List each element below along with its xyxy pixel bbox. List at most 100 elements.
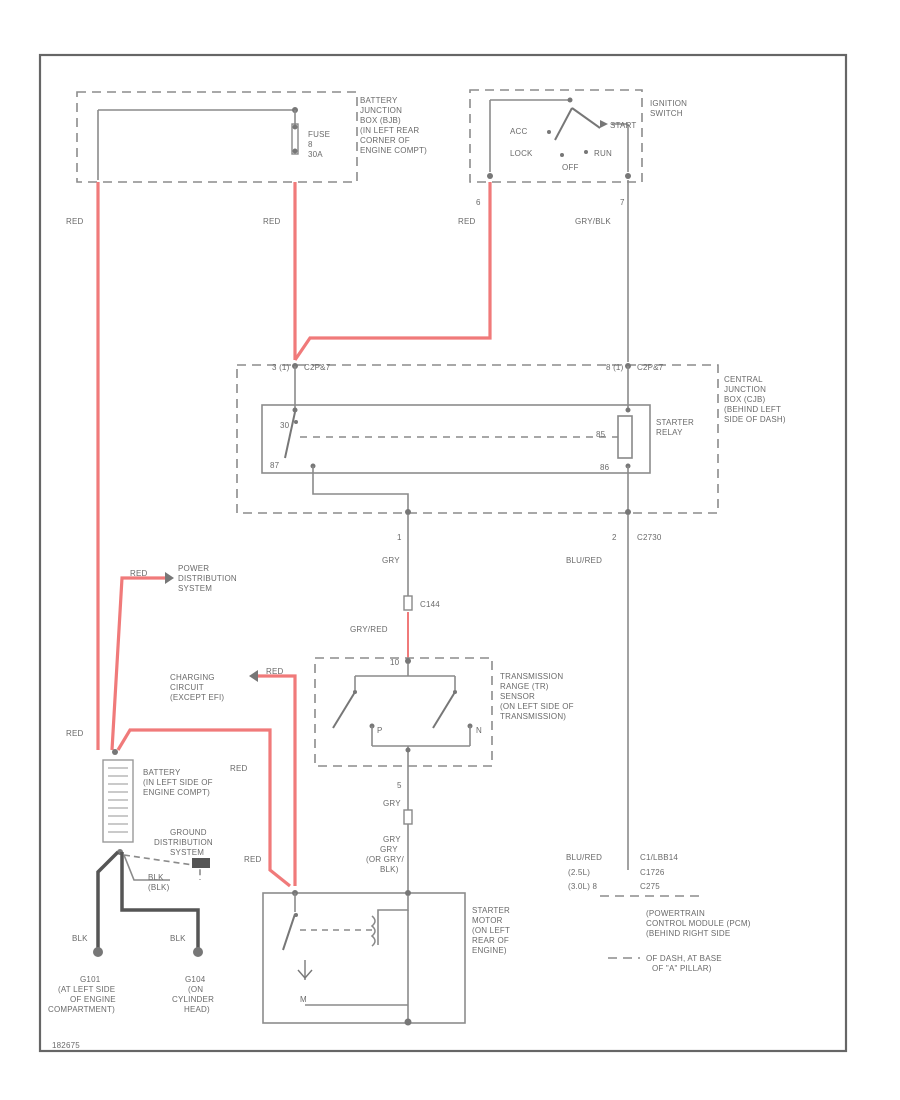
- starter-relay-box: [261, 404, 651, 474]
- charging-2: CIRCUIT: [170, 683, 204, 692]
- ignition-switch: ACC START LOCK RUN OFF IGNITION SWITCH 6…: [469, 89, 687, 207]
- g104-3: CYLINDER: [172, 995, 214, 1004]
- power-dist-2: DISTRIBUTION: [178, 574, 237, 583]
- ign-pin-7: 7: [620, 198, 625, 207]
- g101-1: G101: [80, 975, 101, 984]
- bjb-desc-6: ENGINE COMPT): [360, 146, 427, 155]
- g101-3: OF ENGINE: [70, 995, 116, 1004]
- ground-dist-1: GROUND: [170, 828, 207, 837]
- charging-1: CHARGING: [170, 673, 215, 682]
- tr-pin-bottom: 5: [397, 781, 402, 790]
- cjb-conn-left: C2P&7: [304, 363, 331, 372]
- fuse-label-line-1: FUSE: [308, 130, 330, 139]
- wire-red-charge: RED: [266, 667, 284, 676]
- connector-c144: C144: [403, 595, 440, 611]
- wire-blk-gnd-1: BLK: [148, 873, 164, 882]
- bjb-desc-3: BOX (BJB): [360, 116, 401, 125]
- figure-id: 182675: [52, 1041, 80, 1050]
- ground-dist-3: SYSTEM: [170, 848, 204, 857]
- ign-run-label: RUN: [594, 149, 612, 158]
- relay-coil: [617, 415, 633, 459]
- cjb-desc-1: CENTRAL: [724, 375, 763, 384]
- wire-blk-2: BLK: [170, 934, 186, 943]
- ground-wiring: [93, 850, 210, 957]
- cjb-desc-3: BOX (CJB): [724, 395, 765, 404]
- wire-gry-start: RED: [230, 764, 248, 773]
- cjb-bottom-pin-1: 1: [397, 533, 402, 542]
- ign-title-2: SWITCH: [650, 109, 683, 118]
- ign-off-label: OFF: [562, 163, 579, 172]
- red-circuit-top: [96, 182, 492, 750]
- charging-arrow: [249, 670, 258, 682]
- bjb-desc-2: JUNCTION: [360, 106, 402, 115]
- wire-gry-or-2: (OR GRY/: [366, 855, 404, 864]
- fuse-label-line-3: 30A: [308, 150, 323, 159]
- cjb-bottom-pin-2: 2: [612, 533, 617, 542]
- ign-pin-6: 6: [476, 198, 481, 207]
- starter-desc-3: (ON LEFT: [472, 926, 510, 935]
- cjb-desc-4: (BEHIND LEFT: [724, 405, 781, 414]
- power-dist-3: SYSTEM: [178, 584, 212, 593]
- wire-blk-1: BLK: [72, 934, 88, 943]
- wire-blu-red-2: BLU/RED: [566, 853, 602, 862]
- transmission-range-sensor: 10 P N TRANSMISSION RANGE (TR) SENSOR (O…: [314, 657, 574, 767]
- relay-pin-30: 30: [280, 421, 290, 430]
- wire-gry-blk: GRY/BLK: [575, 217, 611, 226]
- central-junction-box: 3 (1) C2P&7 8 (1) C2P&7 30 85 87 86 STAR…: [236, 363, 786, 515]
- g101-4: COMPARTMENT): [48, 1005, 115, 1014]
- cjb-desc-2: JUNCTION: [724, 385, 766, 394]
- starter-desc-4: REAR OF: [472, 936, 509, 945]
- relay-label-2: RELAY: [656, 428, 683, 437]
- relay-pin-85: 85: [596, 430, 606, 439]
- wire-blk-gnd-2: (BLK): [148, 883, 170, 892]
- wire-gry-or-1: GRY: [380, 845, 398, 854]
- relay-label-1: STARTER: [656, 418, 694, 427]
- wire-red-3: RED: [458, 217, 476, 226]
- bjb-desc-4: (IN LEFT REAR: [360, 126, 419, 135]
- charging-3: (EXCEPT EFI): [170, 693, 224, 702]
- cjb-pin-right: 8 (1): [606, 363, 624, 372]
- pcm-desc-3: (BEHIND RIGHT SIDE: [646, 929, 730, 938]
- pcm-pin-3: C275: [640, 882, 660, 891]
- wire-red-1: RED: [66, 217, 84, 226]
- pcm-desc-5: OF "A" PILLAR): [652, 964, 712, 973]
- fuse-8-symbol: [291, 123, 299, 155]
- wire-red-2: RED: [263, 217, 281, 226]
- ground-dist-marker: [192, 858, 210, 868]
- tr-desc-5: TRANSMISSION): [500, 712, 566, 721]
- power-dist-1: POWER: [178, 564, 209, 573]
- wire-red-batt: RED: [66, 729, 84, 738]
- battery: BATTERY (IN LEFT SIDE OF ENGINE COMPT): [102, 749, 213, 855]
- pcm-desc-2: CONTROL MODULE (PCM): [646, 919, 751, 928]
- relay-pin-86: 86: [600, 463, 610, 472]
- cjb-desc-5: SIDE OF DASH): [724, 415, 786, 424]
- ign-acc-label: ACC: [510, 127, 528, 136]
- g104-1: G104: [185, 975, 206, 984]
- pcm-prefix-1: (2.5L): [568, 868, 590, 877]
- battery-1: BATTERY: [143, 768, 181, 777]
- pcm-pin-2: C1726: [640, 868, 665, 877]
- starter-m-label: M: [300, 995, 307, 1004]
- c144-label: C144: [420, 600, 440, 609]
- starter-desc-2: MOTOR: [472, 916, 503, 925]
- ign-lock-label: LOCK: [510, 149, 533, 158]
- wire-gry-red: GRY/RED: [350, 625, 388, 634]
- wire-gry-1: GRY: [382, 556, 400, 565]
- starter-desc-1: STARTER: [472, 906, 510, 915]
- g101-2: (AT LEFT SIDE: [58, 985, 115, 994]
- fuse-label-line-2: 8: [308, 140, 313, 149]
- tr-desc-4: (ON LEFT SIDE OF: [500, 702, 574, 711]
- wire-gry-or-3: BLK): [380, 865, 399, 874]
- ign-start-label: START: [610, 121, 636, 130]
- cjb-pin-left: 3 (1): [272, 363, 290, 372]
- starter-desc-5: ENGINE): [472, 946, 507, 955]
- pcm-desc-4: OF DASH, AT BASE: [646, 954, 722, 963]
- pcm: BLU/RED C1/LBB14 (2.5L) C1726 (3.0L) 8 C…: [566, 853, 751, 973]
- tr-desc-3: SENSOR: [500, 692, 535, 701]
- relay-pin-87: 87: [270, 461, 280, 470]
- wire-gry-3: GRY: [383, 835, 401, 844]
- pcm-prefix-2: (3.0L) 8: [568, 882, 598, 891]
- bjb-desc-5: CORNER OF: [360, 136, 410, 145]
- tr-pin-top: 10: [390, 658, 400, 667]
